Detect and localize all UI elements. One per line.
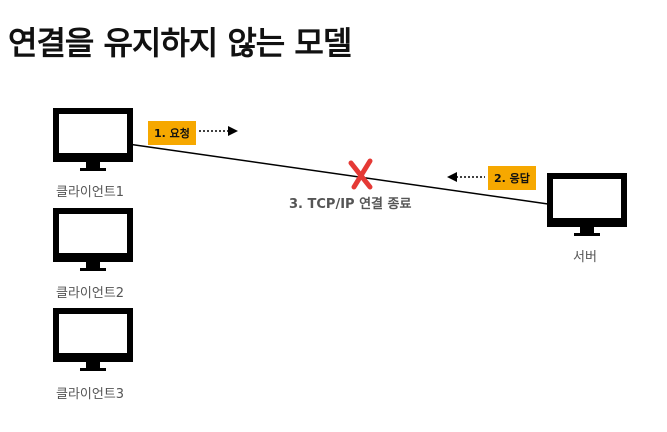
server-monitor-icon: [547, 173, 627, 237]
disconnect-cross-icon: [348, 158, 373, 190]
client-1-label: 클라이언트1: [56, 185, 125, 200]
request-arrow-head: [228, 126, 238, 136]
server-label: 서버: [573, 250, 597, 265]
client-3-label: 클라이언트3: [56, 387, 125, 402]
response-tag: 2. 응답: [488, 166, 536, 190]
connection-line: [127, 143, 549, 205]
request-tag: 1. 요청: [148, 121, 196, 145]
client-2-monitor-icon: [53, 208, 133, 272]
page-title: 연결을 유지하지 않는 모델: [8, 24, 352, 62]
client-2-label: 클라이언트2: [56, 286, 125, 301]
client-3-monitor-icon: [53, 308, 133, 372]
client-1-monitor-icon: [53, 108, 133, 172]
disconnect-label: 3. TCP/IP 연결 종료: [289, 197, 412, 212]
response-arrow-head: [447, 172, 457, 182]
